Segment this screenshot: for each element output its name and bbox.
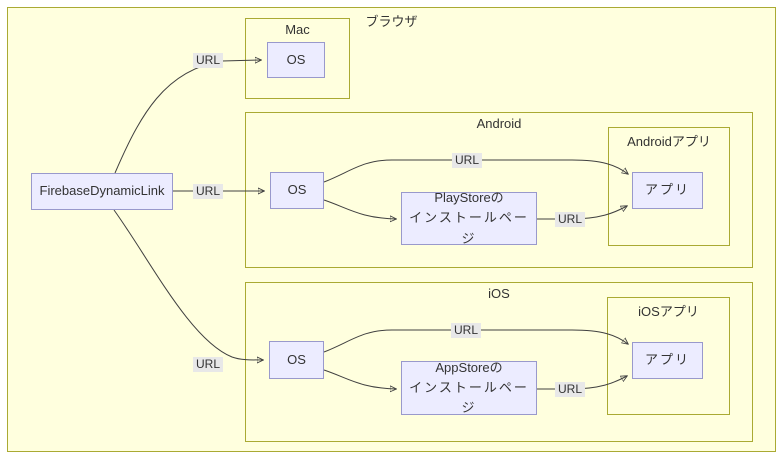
mac-os-node: OS bbox=[267, 42, 325, 78]
appstore-install-page-node: AppStoreの インストールページ bbox=[401, 359, 537, 416]
android-os-label: OS bbox=[287, 182, 307, 198]
edge-label-url-android-os-to-app: URL bbox=[451, 153, 483, 168]
edge-label-url-playstore-to-app: URL bbox=[554, 212, 586, 227]
playstore-install-page-line1: PlayStoreの bbox=[434, 190, 504, 206]
android-os-node: OS bbox=[270, 172, 324, 209]
edge-label-url-fdl-to-mac: URL bbox=[192, 53, 224, 68]
browser-group-label: ブラウザ bbox=[365, 14, 418, 29]
mac-os-label: OS bbox=[286, 51, 306, 67]
firebase-dynamic-link-label: FirebaseDynamicLink bbox=[39, 183, 165, 199]
android-app-group-label: Androidアプリ bbox=[627, 134, 711, 149]
ios-os-label: OS bbox=[287, 351, 306, 367]
ios-app-group-label: iOSアプリ bbox=[638, 304, 699, 319]
edge-label-url-fdl-to-ios: URL bbox=[192, 357, 224, 372]
firebase-dynamic-link-node: FirebaseDynamicLink bbox=[31, 173, 173, 210]
ios-app-label: アプリ bbox=[644, 352, 690, 368]
ios-os-node: OS bbox=[269, 341, 324, 379]
appstore-install-page-line2: インストールページ bbox=[409, 379, 529, 416]
ios-app-node: アプリ bbox=[632, 342, 703, 379]
edge-label-url-appstore-to-app: URL bbox=[554, 382, 586, 397]
mac-group: Mac bbox=[245, 18, 350, 99]
appstore-install-page-line1: AppStoreの bbox=[435, 359, 503, 375]
android-app-node: アプリ bbox=[632, 172, 703, 209]
playstore-install-page-node: PlayStoreの インストールページ bbox=[401, 190, 537, 246]
edge-label-url-ios-os-to-app: URL bbox=[450, 323, 482, 338]
mac-group-label: Mac bbox=[285, 22, 310, 37]
edge-label-url-fdl-to-android: URL bbox=[192, 184, 224, 199]
android-app-label: アプリ bbox=[644, 182, 690, 198]
android-group-label: Android bbox=[476, 116, 522, 131]
playstore-install-page-line2: インストールページ bbox=[409, 210, 529, 246]
ios-group-label: iOS bbox=[488, 286, 510, 301]
